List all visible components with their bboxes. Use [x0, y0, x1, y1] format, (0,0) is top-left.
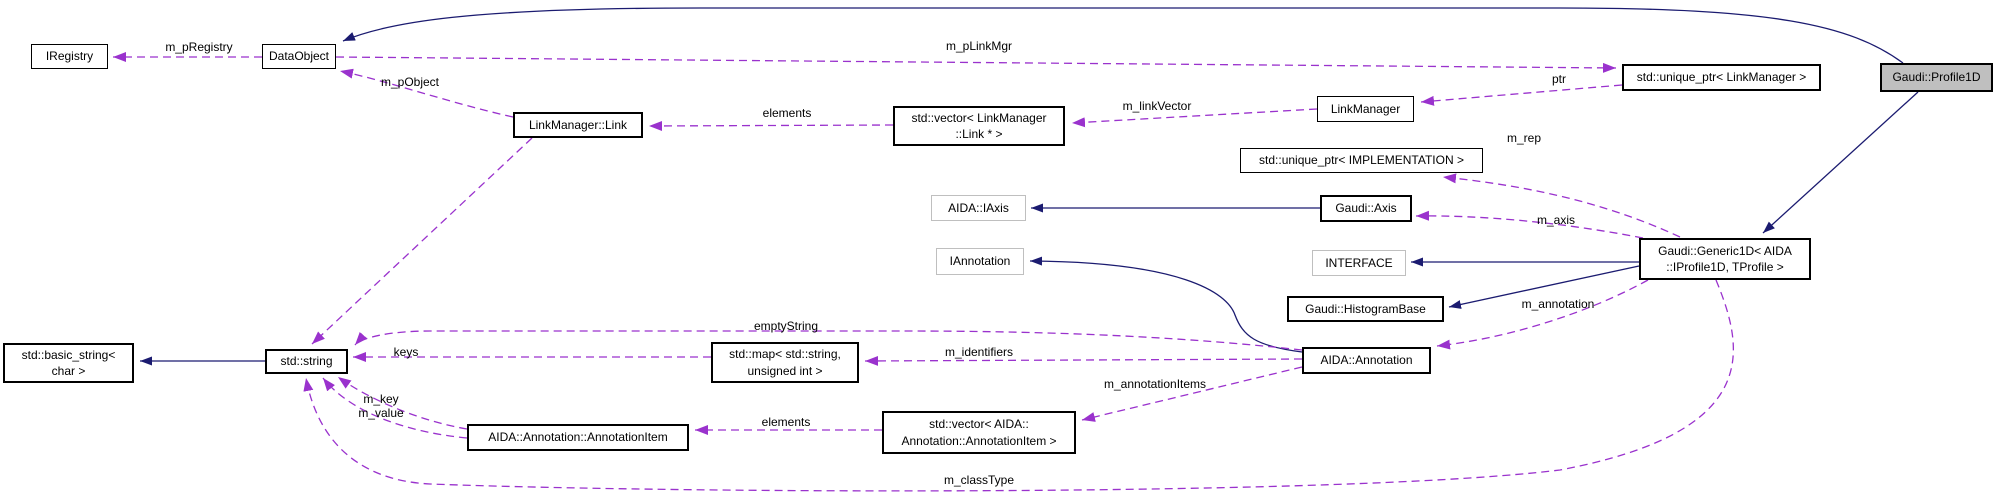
edge-label-m-key-m-value: m_key m_value: [358, 392, 404, 421]
node-linkmanager-link[interactable]: LinkManager::Link: [513, 112, 643, 138]
edge-m-value: [322, 377, 468, 439]
edge-m-linkvector: [1071, 108, 1318, 128]
edge-label-m-annotationitems: m_annotationItems: [1103, 377, 1207, 391]
node-iannotation: IAnnotation: [936, 248, 1024, 275]
edge-m-identifiers: [864, 355, 1303, 366]
node-gaudi-histogrambase[interactable]: Gaudi::HistogramBase: [1287, 296, 1444, 322]
edge-m-plinkmgr: [335, 56, 1617, 73]
node-basic-string[interactable]: std::basic_string< char >: [3, 343, 134, 383]
edge-elements-links: [648, 120, 894, 131]
node-gaudi-axis[interactable]: Gaudi::Axis: [1320, 195, 1412, 222]
node-vector-linkmanager-link[interactable]: std::vector< LinkManager ::Link * >: [893, 106, 1065, 146]
edge-m-classtype: [303, 279, 1734, 492]
edge-label-m-rep: m_rep: [1506, 131, 1541, 145]
edge-label-m-plinkmgr: m_pLinkMgr: [945, 39, 1013, 53]
edge-profile1d-inherits-generic1d: [1762, 91, 1919, 234]
node-unique-ptr-implementation[interactable]: std::unique_ptr< IMPLEMENTATION >: [1240, 148, 1483, 173]
edge-label-m-axis: m_axis: [1536, 213, 1575, 227]
edge-generic1d-inherits-histogrambase: [1448, 265, 1640, 309]
node-dataobject[interactable]: DataObject: [262, 44, 336, 69]
edge-profile1d-inherits-dataobject: [342, 7, 1904, 64]
edge-m-key: [337, 376, 468, 430]
edge-label-ptr: ptr: [1551, 72, 1566, 86]
edge-label-m-annotation: m_annotation: [1521, 297, 1595, 311]
edge-label-elements-links: elements: [762, 106, 812, 120]
node-gaudi-profile1d: Gaudi::Profile1D: [1880, 63, 1993, 92]
edge-m-pobject: [339, 68, 514, 118]
node-iregistry[interactable]: IRegistry: [31, 44, 108, 69]
edge-label-keys: keys: [393, 345, 419, 359]
node-unique-ptr-linkmanager[interactable]: std::unique_ptr< LinkManager >: [1622, 64, 1821, 91]
node-linkmanager[interactable]: LinkManager: [1317, 96, 1414, 122]
node-std-string[interactable]: std::string: [265, 349, 348, 374]
node-aida-annotation[interactable]: AIDA::Annotation: [1302, 347, 1431, 374]
edge-label-m-pobject: m_pObject: [380, 75, 440, 89]
node-std-map[interactable]: std::map< std::string, unsigned int >: [711, 342, 859, 383]
edge-label-m-classtype: m_classType: [943, 473, 1015, 487]
node-vector-annotation-item[interactable]: std::vector< AIDA:: Annotation::Annotati…: [882, 411, 1076, 454]
edge-label-m-linkvector: m_linkVector: [1122, 99, 1192, 113]
node-annotation-item[interactable]: AIDA::Annotation::AnnotationItem: [467, 424, 689, 451]
node-gaudi-generic1d[interactable]: Gaudi::Generic1D< AIDA ::IProfile1D, TPr…: [1639, 238, 1811, 280]
node-interface: INTERFACE: [1312, 250, 1406, 276]
edge-m-annotationitems: [1081, 366, 1303, 422]
edge-m-axis: [1415, 210, 1644, 239]
edge-m-annotation: [1436, 279, 1649, 350]
edge-label-m-identifiers: m_identifiers: [944, 345, 1014, 359]
edge-annotation-inherits-iannotation: [1029, 256, 1303, 353]
edge-label-m-pregistry: m_pRegistry: [165, 40, 233, 54]
edge-label-elements-annotationitems: elements: [761, 415, 811, 429]
edge-ptr: [1420, 84, 1623, 106]
edge-m-path: [311, 137, 533, 345]
node-aida-iaxis: AIDA::IAxis: [931, 195, 1026, 221]
edge-m-rep: [1442, 173, 1681, 238]
edge-emptystring: [354, 330, 1303, 351]
edge-label-emptystring: emptyString: [753, 319, 819, 333]
